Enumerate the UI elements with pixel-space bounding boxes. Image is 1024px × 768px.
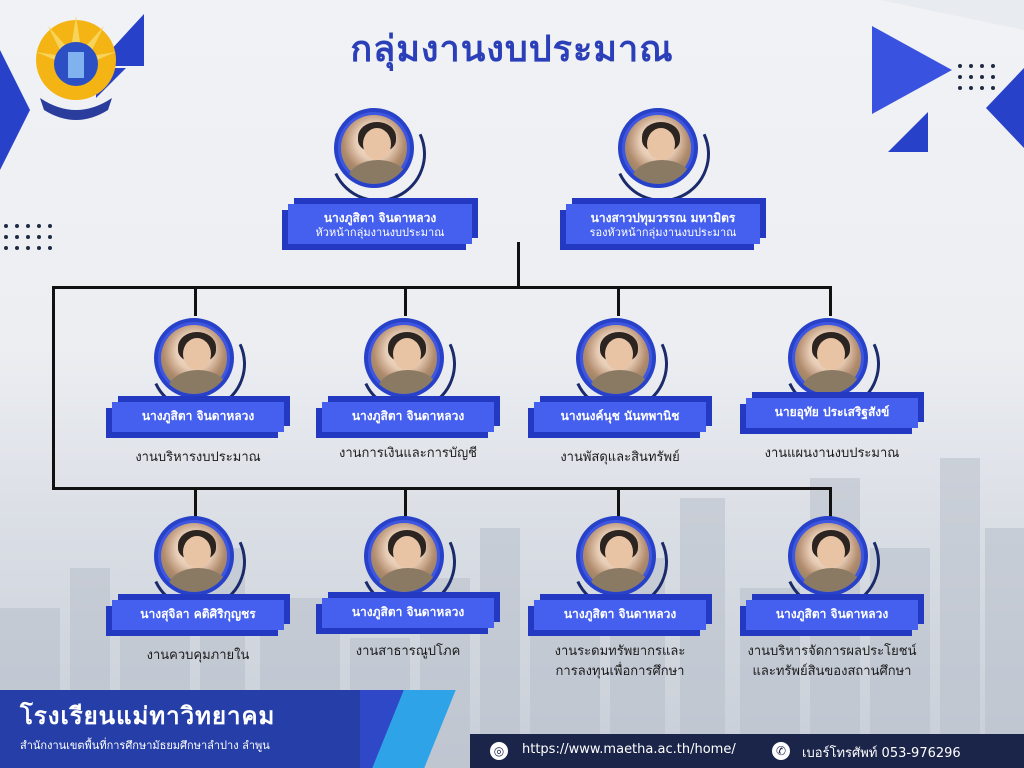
globe-icon: ◎: [490, 742, 508, 760]
department-label: งานสาธารณูปโภค: [355, 644, 461, 659]
avatar: [788, 318, 868, 398]
connector-drop-1-3: [617, 286, 620, 316]
decor-triangle-top-right-2: [986, 68, 1024, 148]
name-card: นางสุจิลา คติศิริกุญชร: [112, 600, 284, 630]
department-label: งานแผนงานงบประมาณ: [764, 446, 900, 461]
name-card: นางภูสิตา จินดาหลวง: [322, 402, 494, 432]
connector-drop-2-1: [194, 487, 197, 517]
person-name: นางสุจิลา คติศิริกุญชร: [140, 607, 256, 621]
member-row1-3: นางนงค์นุช นันทพานิช งานพัสดุและสินทรัพย…: [530, 302, 710, 476]
name-card: นางภูสิตา จินดาหลวง: [534, 600, 706, 630]
name-card: นางสาวปทุมวรรณ มหามิตร รองหัวหน้ากลุ่มงา…: [566, 204, 760, 244]
school-logo: [36, 16, 116, 120]
department-label: งานบริหารงบประมาณ: [135, 450, 261, 465]
member-row2-1: นางสุจิลา คติศิริกุญชร งานควบคุมภายใน: [108, 500, 288, 674]
connector-drop-1-4: [829, 286, 832, 316]
decor-triangle-corner: [880, 0, 1024, 30]
avatar: [618, 108, 698, 188]
person-name: นางภูสิตา จินดาหลวง: [351, 605, 465, 619]
person-name: นางภูสิตา จินดาหลวง: [323, 211, 437, 225]
department-label: งานบริหารจัดการผลประโยชน์และทรัพย์สินของ…: [747, 644, 917, 679]
connector-horizontal-1: [52, 286, 832, 289]
connector-vertical-top: [517, 242, 520, 286]
member-row2-2: นางภูสิตา จินดาหลวง งานสาธารณูปโภค: [318, 500, 498, 674]
department-label: งานควบคุมภายใน: [146, 648, 250, 663]
person-role: หัวหน้ากลุ่มงานงบประมาณ: [315, 226, 445, 239]
name-card: นางภูสิตา จินดาหลวง หัวหน้ากลุ่มงานงบประ…: [288, 204, 472, 244]
page-title: กลุ่มงานงบประมาณ: [350, 29, 674, 70]
avatar: [788, 516, 868, 596]
decor-triangle-top-right-3: [888, 112, 928, 152]
person-name: นางภูสิตา จินดาหลวง: [563, 607, 677, 621]
connector-drop-1-1: [194, 286, 197, 316]
footer-school-panel: โรงเรียนแม่ทาวิทยาคม สำนักงานเขตพื้นที่ก…: [0, 690, 360, 768]
person-name: นายอุทัย ประเสริฐสังข์: [774, 405, 890, 419]
connector-drop-2-4: [829, 487, 832, 517]
decor-triangle-top-left: [0, 50, 30, 170]
member-row1-2: นางภูสิตา จินดาหลวง งานการเงินและการบัญช…: [318, 302, 498, 476]
connector-drop-1-2: [404, 286, 407, 316]
person-name: นางนงค์นุช นันทพานิช: [560, 409, 680, 423]
person-name: นางสาวปทุมวรรณ มหามิตร: [590, 211, 736, 225]
leader-deputy: นางสาวปทุมวรรณ มหามิตร รองหัวหน้ากลุ่มงา…: [558, 92, 768, 244]
name-card: นางนงค์นุช นันทพานิช: [534, 402, 706, 432]
avatar: [154, 516, 234, 596]
avatar: [334, 108, 414, 188]
member-row1-1: นางภูสิตา จินดาหลวง งานบริหารงบประมาณ: [108, 302, 288, 476]
phone-icon: ✆: [772, 742, 790, 760]
connector-drop-2-2: [404, 487, 407, 517]
avatar: [364, 516, 444, 596]
connector-left-vertical: [52, 286, 55, 490]
name-card: นางภูสิตา จินดาหลวง: [112, 402, 284, 432]
person-name: นางภูสิตา จินดาหลวง: [775, 607, 889, 621]
footer-office-name: สำนักงานเขตพื้นที่การศึกษามัธยมศึกษาลำปา…: [20, 739, 270, 752]
avatar: [576, 516, 656, 596]
name-card: นางภูสิตา จินดาหลวง: [322, 598, 494, 628]
connector-drop-2-3: [617, 487, 620, 517]
footer-contact-bar: ◎ https://www.maetha.ac.th/home/ ✆ เบอร์…: [470, 734, 1024, 768]
department-label: งานพัสดุและสินทรัพย์: [560, 450, 680, 465]
member-row1-4: นายอุทัย ประเสริฐสังข์ งานแผนงานงบประมาณ: [742, 302, 922, 476]
avatar: [576, 318, 656, 398]
name-card: นายอุทัย ประเสริฐสังข์: [746, 398, 918, 428]
decor-dots-top-right: [958, 64, 995, 90]
avatar: [364, 318, 444, 398]
person-name: นางภูสิตา จินดาหลวง: [141, 409, 255, 423]
decor-triangle-top-right: [872, 26, 952, 114]
connector-horizontal-2: [52, 487, 832, 490]
person-role: รองหัวหน้ากลุ่มงานงบประมาณ: [589, 226, 737, 239]
footer-school-name: โรงเรียนแม่ทาวิทยาคม: [20, 702, 276, 730]
leader-head: นางภูสิตา จินดาหลวง หัวหน้ากลุ่มงานงบประ…: [280, 92, 480, 244]
decor-dots-left: [4, 224, 52, 250]
department-label: งานการเงินและการบัญชี: [339, 446, 477, 461]
member-row2-4: นางภูสิตา จินดาหลวง งานบริหารจัดการผลประ…: [742, 500, 922, 684]
phone-number: เบอร์โทรศัพท์ 053-976296: [802, 746, 961, 761]
avatar: [154, 318, 234, 398]
member-row2-3: นางภูสิตา จินดาหลวง งานระดมทรัพยากรและกา…: [530, 500, 710, 684]
person-name: นางภูสิตา จินดาหลวง: [351, 409, 465, 423]
website-link[interactable]: https://www.maetha.ac.th/home/: [522, 742, 736, 757]
department-label: งานระดมทรัพยากรและการลงทุนเพื่อการศึกษา: [554, 644, 686, 679]
name-card: นางภูสิตา จินดาหลวง: [746, 600, 918, 630]
